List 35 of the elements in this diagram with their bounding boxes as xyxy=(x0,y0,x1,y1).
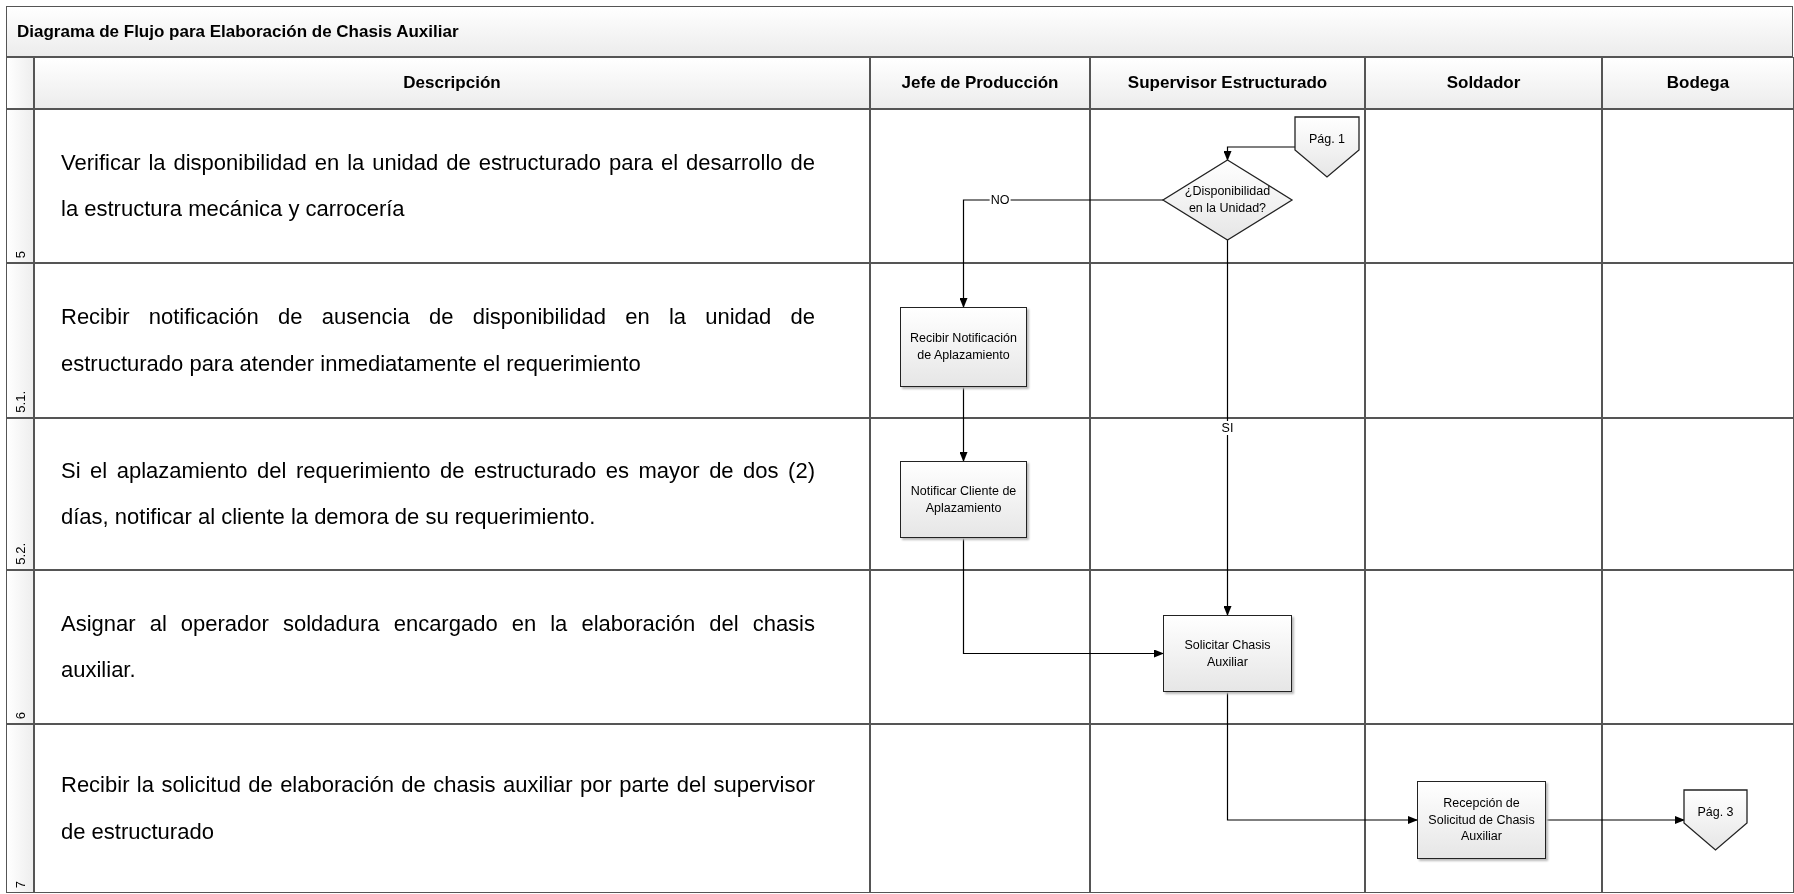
step-description: Recibir la solicitud de elaboración de chasis auxiliar por parte del supervisor de estructurado xyxy=(60,771,816,846)
connector-arrow xyxy=(1223,239,1232,616)
connector-arrow xyxy=(1223,146,1296,161)
connector-arrow xyxy=(959,199,1164,308)
process-box xyxy=(1163,615,1292,692)
node-text: Solicitar Chasis Auxiliar xyxy=(1183,636,1272,671)
column-header: Soldador xyxy=(1365,57,1602,109)
step-description: Recibir notificación de ausencia de disponibilidad en la unidad de estructurado para atender inmediatamente el requerimiento xyxy=(60,303,816,378)
node-text: Pág. 3 xyxy=(1697,804,1734,821)
node-text: Recepción de Solicitud de Chasis Auxiliar xyxy=(1427,794,1536,846)
process-box xyxy=(1417,781,1546,859)
process-box xyxy=(900,461,1027,538)
node-text: ¿Disponibilidad en la Unidad? xyxy=(1183,183,1272,217)
column-header: Jefe de Producción xyxy=(870,57,1090,109)
step-description: Si el aplazamiento del requerimiento de estructurado es mayor de dos (2) días, notificar al cliente la demora de su requerimiento. xyxy=(60,456,816,531)
diagram-title: Diagrama de Flujo para Elaboración de Chasis Auxiliar xyxy=(6,6,1793,57)
step-number: 6 xyxy=(12,710,28,721)
node-text: Recibir Notificación de Aplazamiento xyxy=(909,330,1018,364)
node-text: Pág. 1 xyxy=(1308,131,1346,148)
connector-arrow xyxy=(962,537,1164,658)
connector-arrow xyxy=(959,386,968,462)
step-number: 5.2. xyxy=(12,542,28,567)
edge-label: NO xyxy=(989,193,1011,207)
step-description: Asignar al operador soldadura encargado en la elaboración del chasis auxiliar. xyxy=(60,609,816,684)
step-number: 5 xyxy=(12,249,28,260)
column-header: Bodega xyxy=(1602,57,1794,109)
column-header: Descripción xyxy=(34,57,870,109)
process-box xyxy=(900,307,1027,387)
step-number: 5.1. xyxy=(12,390,28,415)
step-number: 7 xyxy=(12,879,28,890)
connector-arrow xyxy=(1545,816,1685,824)
column-header: Supervisor Estructurado xyxy=(1090,57,1365,109)
step-description: Verificar la disponibilidad en la unidad de estructurado para el desarrollo de la estructura mecánica y carrocería xyxy=(60,148,816,223)
node-text: Notificar Cliente de Aplazamiento xyxy=(909,482,1018,517)
connector-arrow xyxy=(1226,691,1418,824)
